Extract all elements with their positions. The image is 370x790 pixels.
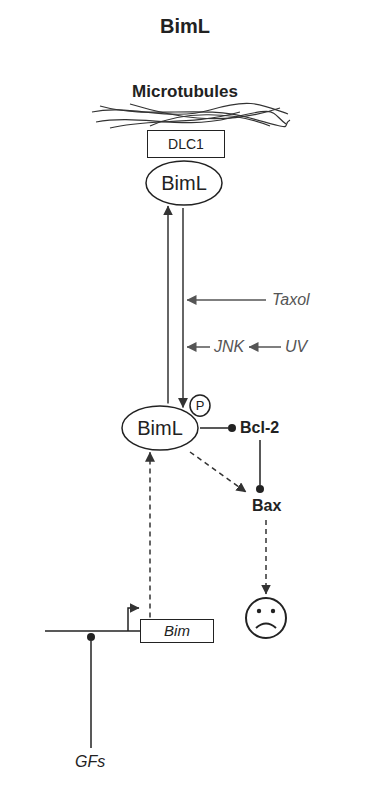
protein-label: Bax [252, 496, 281, 515]
face-eye [271, 609, 275, 613]
microtubule [100, 106, 290, 127]
inhibition-line [90, 641, 92, 748]
uv-arrow [249, 346, 281, 348]
ellipse-shape [190, 395, 210, 416]
activation-arrow [190, 452, 246, 492]
face-outline [246, 598, 286, 638]
node-text: Bim [164, 622, 190, 639]
inhibition-line [259, 440, 261, 485]
microtubule [150, 115, 270, 126]
node-text: BimL [137, 417, 183, 440]
face-eye [257, 609, 261, 613]
structure-label: Microtubules [132, 82, 238, 102]
phospho-circle: P [189, 394, 211, 417]
diagram-title: BimL [160, 14, 210, 38]
node-text: BimL [161, 172, 207, 195]
microtubule [130, 104, 280, 119]
protein-ellipse: BimLP [121, 405, 199, 451]
inhibition-line [200, 427, 228, 429]
connector-arrow [167, 206, 169, 404]
inhibition-dot [256, 485, 264, 493]
node-text: P [196, 399, 205, 414]
microtubule-fibres [92, 103, 290, 128]
connector-arrow [149, 452, 151, 617]
gene-line [45, 630, 140, 632]
node-text: DLC1 [168, 136, 204, 152]
face-mouth [256, 624, 276, 629]
jnk-arrow [187, 346, 210, 348]
taxol-arrow [187, 299, 266, 301]
ellipse-shape [146, 161, 222, 205]
gene-box: Bim [140, 619, 214, 642]
connector-arrow [182, 208, 184, 407]
promoter-arrow [128, 608, 139, 631]
microtubule [110, 112, 240, 128]
kinase-label: JNK [214, 337, 244, 356]
sad-face [246, 598, 286, 638]
ellipse-shape [122, 406, 198, 450]
protein-label: Bcl-2 [240, 418, 279, 437]
protein-ellipse: BimL [145, 160, 223, 206]
factor-label: GFs [75, 752, 105, 771]
stimulus-label: UV [285, 337, 307, 356]
drug-label: Taxol [272, 290, 310, 309]
inhibition-dot [228, 424, 236, 432]
activation-arrow [265, 520, 267, 594]
inhibition-dot [87, 633, 95, 641]
protein-box: DLC1 [147, 130, 225, 158]
